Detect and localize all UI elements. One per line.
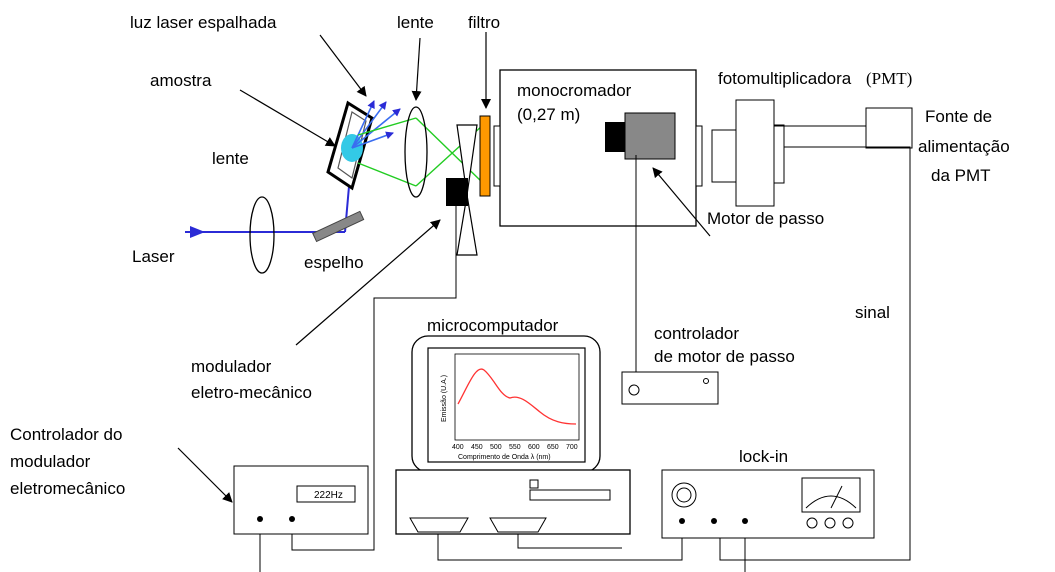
callout-arrows: [177, 32, 711, 503]
laser-beam: [185, 151, 353, 238]
plot-x-tick: 700: [566, 444, 578, 451]
plot-ylabel: Emissão (U.A.): [441, 375, 448, 422]
pmt-power-supply: [865, 107, 913, 149]
scattered-light-rays: [351, 100, 401, 149]
label-signal: sinal: [855, 303, 890, 322]
label-filter: filtro: [468, 13, 500, 32]
label-monochromator-size: (0,27 m): [517, 105, 580, 124]
label-laser: Laser: [132, 247, 175, 266]
computer-base: [395, 469, 631, 535]
label-power-supply-2: alimentação: [918, 137, 1010, 156]
label-lens-top: lente: [397, 13, 434, 32]
label-stepper-motor: Motor de passo: [707, 209, 824, 228]
label-pmt-abbr: (PMT): [866, 69, 912, 88]
chopper-motor: [446, 178, 468, 206]
label-stepper-controller-2: de motor de passo: [654, 347, 795, 366]
plot-xlabel: Comprimento de Onda λ (nm): [458, 454, 551, 461]
label-modulator-controller-2: modulador: [10, 452, 91, 471]
label-photomultiplier: fotomultiplicadora: [718, 69, 852, 88]
wires: [259, 125, 911, 572]
label-modulator-controller-3: eletromecânico: [10, 479, 125, 498]
emission-curve: [457, 368, 577, 425]
label-modulator-2: eletro-mecânico: [191, 383, 312, 402]
label-stepper-controller-1: controlador: [654, 324, 739, 343]
label-microcomputer: microcomputador: [427, 316, 559, 335]
plot-x-ticks: 400 450 500 550 600 650 700: [452, 444, 578, 451]
plot-x-tick: 450: [471, 444, 483, 451]
filter: [479, 115, 491, 197]
stepper-controller: [621, 371, 719, 405]
plot-x-tick: 550: [509, 444, 521, 451]
label-monochromator: monocromador: [517, 81, 632, 100]
label-modulator-controller-1: Controlador do: [10, 425, 122, 444]
microcomputer: 400 450 500 550 600 650 700 Emissão (U.A.) Com…: [411, 335, 601, 473]
label-scattered-light: luz laser espalhada: [130, 13, 277, 32]
frequency-display: 222Hz: [314, 490, 343, 501]
label-modulator-1: modulador: [191, 357, 272, 376]
plot-x-tick: 650: [547, 444, 559, 451]
photomultiplier: [711, 99, 785, 207]
plot-x-tick: 500: [490, 444, 502, 451]
label-sample: amostra: [150, 71, 212, 90]
stepper-motor: [605, 112, 676, 160]
mirror: [312, 210, 365, 243]
label-mirror: espelho: [304, 253, 364, 272]
left-lens: [249, 196, 275, 274]
modulator-controller: 222Hz: [233, 465, 369, 535]
label-lens-left: lente: [212, 149, 249, 168]
lock-in-amplifier: [661, 469, 875, 539]
top-lens: [404, 106, 428, 198]
label-power-supply-3: da PMT: [931, 166, 991, 185]
label-power-supply-1: Fonte de: [925, 107, 992, 126]
plot-x-tick: 400: [452, 444, 464, 451]
plot-x-tick: 600: [528, 444, 540, 451]
label-lock-in: lock-in: [739, 447, 788, 466]
